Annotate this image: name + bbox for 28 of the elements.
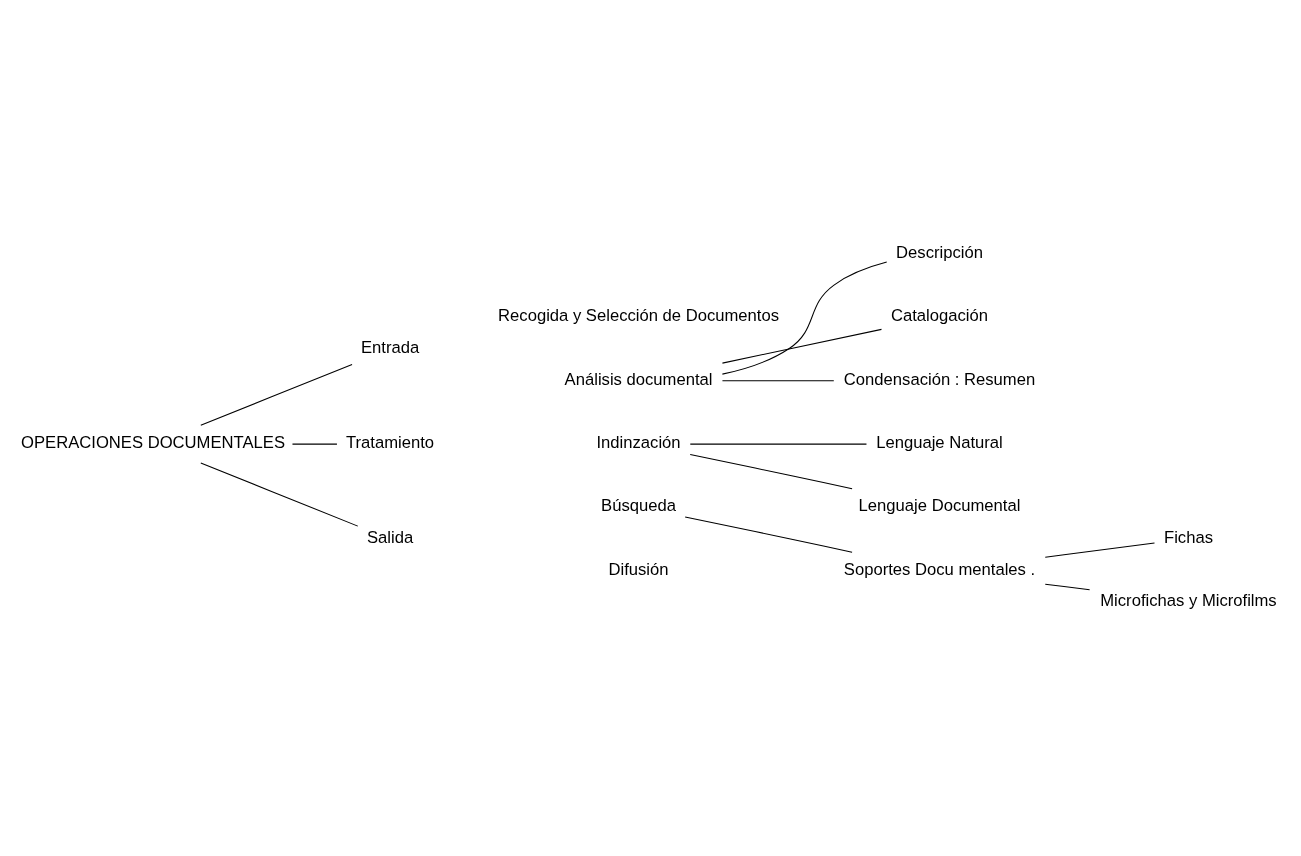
node-text: Microfichas y Microfilms (1100, 591, 1277, 611)
connector (721, 380, 835, 382)
connector (1044, 542, 1155, 558)
node-text: Salida (366, 527, 414, 547)
connector (200, 462, 359, 527)
node-text: Lenguaje Documental (858, 496, 1021, 516)
node-text: Condensación : Resumen (843, 369, 1036, 389)
node-text: Soportes Docu mentales . (843, 559, 1036, 579)
connector (200, 363, 353, 426)
connector (689, 443, 867, 445)
node-text: Búsqueda (601, 496, 676, 516)
node-text: OPERACIONES DOCUMENTALES (21, 433, 286, 453)
node-text: Descripción (896, 242, 983, 262)
node-text: Indinzación (596, 433, 681, 453)
node-text: Entrada (360, 338, 420, 358)
connector (689, 454, 853, 490)
connector (1044, 583, 1091, 591)
node-text: Tratamiento (346, 433, 435, 453)
connector (721, 261, 888, 375)
node-text: Lenguaje Natural (876, 433, 1003, 453)
node-text: Fichas (1164, 527, 1213, 547)
node-text: Catalogación (890, 306, 989, 326)
connector (721, 328, 882, 364)
node-text: Recogida y Selección de Documentos (498, 306, 780, 326)
connector (684, 516, 853, 553)
node-text: Análisis documental (564, 369, 713, 389)
node-text: Difusión (608, 559, 669, 579)
connector (291, 443, 338, 445)
